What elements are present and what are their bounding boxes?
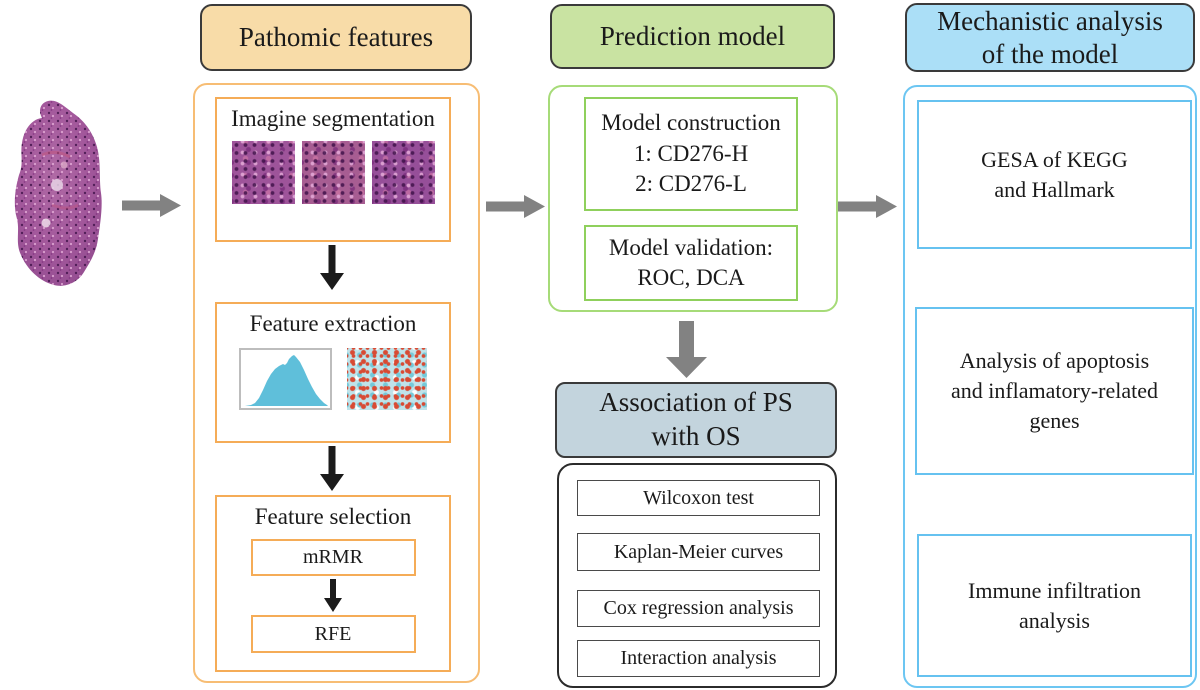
selection-box: Feature selection mRMR RFE	[215, 495, 451, 672]
statistical-tests-panel: Wilcoxon test Kaplan-Meier curves Cox re…	[557, 463, 837, 688]
kaplan-meier-box: Kaplan-Meier curves	[577, 533, 820, 571]
interaction-analysis-box: Interaction analysis	[577, 640, 820, 677]
extraction-box: Feature extraction	[215, 302, 451, 443]
prediction-header: Prediction model	[550, 4, 835, 69]
association-box: Association of PS with OS	[555, 382, 837, 458]
flow-arrow-right-icon	[838, 194, 898, 219]
histology-patch-image	[301, 141, 365, 204]
mechanistic-column: GESA of KEGG and Hallmark Analysis of ap…	[903, 85, 1197, 688]
apoptosis-genes-box: Analysis of apoptosis and inflamatory-re…	[915, 307, 1194, 475]
model-construction-text: Model construction 1: CD276-H 2: CD276-L	[601, 110, 781, 197]
histology-patch-image	[371, 141, 435, 204]
pathomic-column: Imagine segmentation Feature extraction	[193, 83, 480, 683]
immune-infiltration-text: Immune infiltration analysis	[968, 577, 1141, 633]
flow-arrow-right-icon	[486, 194, 546, 219]
rfe-box: RFE	[250, 615, 416, 653]
segmentation-box: Imagine segmentation	[215, 97, 451, 242]
flow-arrow-down-icon	[320, 446, 344, 491]
wsi-tissue-blob	[14, 100, 102, 286]
texture-feature-image	[347, 348, 427, 410]
wilcoxon-test-label: Wilcoxon test	[643, 486, 754, 509]
pathomic-header-label: Pathomic features	[238, 22, 434, 53]
immune-infiltration-box: Immune infiltration analysis	[917, 534, 1192, 677]
gsea-text: GESA of KEGG and Hallmark	[981, 146, 1128, 202]
prediction-header-label: Prediction model	[599, 21, 786, 52]
cox-regression-label: Cox regression analysis	[603, 597, 794, 619]
gsea-box: GESA of KEGG and Hallmark	[917, 100, 1192, 249]
kaplan-meier-label: Kaplan-Meier curves	[613, 540, 784, 563]
mrmr-box: mRMR	[250, 539, 416, 576]
association-text: Association of PS with OS	[599, 387, 793, 451]
cox-regression-box: Cox regression analysis	[577, 590, 820, 627]
flow-arrow-down-icon	[217, 579, 449, 612]
flow-arrow-down-icon	[320, 245, 344, 290]
prediction-column: Model construction 1: CD276-H 2: CD276-L…	[548, 85, 838, 312]
wilcoxon-test-box: Wilcoxon test	[577, 480, 820, 516]
model-validation-text: Model validation: ROC, DCA	[608, 234, 774, 290]
wsi-image	[2, 95, 114, 299]
histogram-image	[239, 348, 332, 410]
flow-arrow-right-icon	[122, 193, 182, 218]
apoptosis-genes-text: Analysis of apoptosis and inflamatory-re…	[950, 348, 1159, 433]
extraction-images	[217, 348, 449, 410]
model-validation-box: Model validation: ROC, DCA	[584, 225, 798, 301]
model-construction-box: Model construction 1: CD276-H 2: CD276-L	[584, 97, 798, 211]
mrmr-label: mRMR	[302, 546, 364, 568]
pathomic-header: Pathomic features	[200, 4, 472, 71]
extraction-title: Feature extraction	[249, 311, 417, 336]
selection-title: Feature selection	[254, 504, 412, 529]
mechanistic-header-label: Mechanistic analysis of the model	[937, 5, 1163, 69]
mechanistic-header: Mechanistic analysis of the model	[905, 3, 1195, 72]
rfe-label: RFE	[314, 622, 352, 645]
flow-arrow-down-icon	[666, 321, 707, 378]
segmentation-patches	[217, 141, 449, 204]
segmentation-title: Imagine segmentation	[231, 106, 435, 131]
histology-patch-image	[231, 141, 295, 204]
interaction-analysis-label: Interaction analysis	[620, 647, 777, 669]
